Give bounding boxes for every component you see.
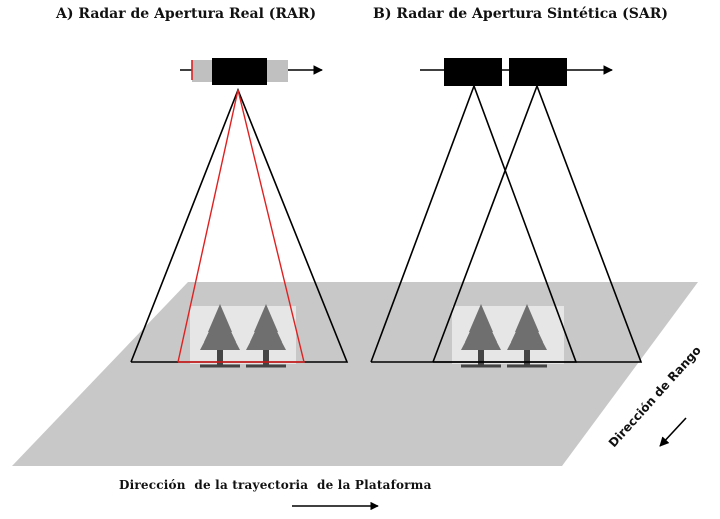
tree-patch-rar xyxy=(190,306,296,364)
sar-beam-2 xyxy=(432,83,643,363)
ground-plane xyxy=(12,282,698,466)
sar-antenna-2 xyxy=(509,58,567,86)
rar-real-footprint xyxy=(177,89,305,363)
title-sar: B) Radar de Apertura Sintética (SAR) xyxy=(373,6,669,22)
platform-direction-label: Dirección de la trayectoria de la Plataf… xyxy=(119,478,432,492)
title-rar: A) Radar de Apertura Real (RAR) xyxy=(56,6,317,22)
rar-antenna xyxy=(212,58,267,85)
sar-antenna-1 xyxy=(444,58,502,86)
arrow-down-left-icon xyxy=(659,417,687,447)
